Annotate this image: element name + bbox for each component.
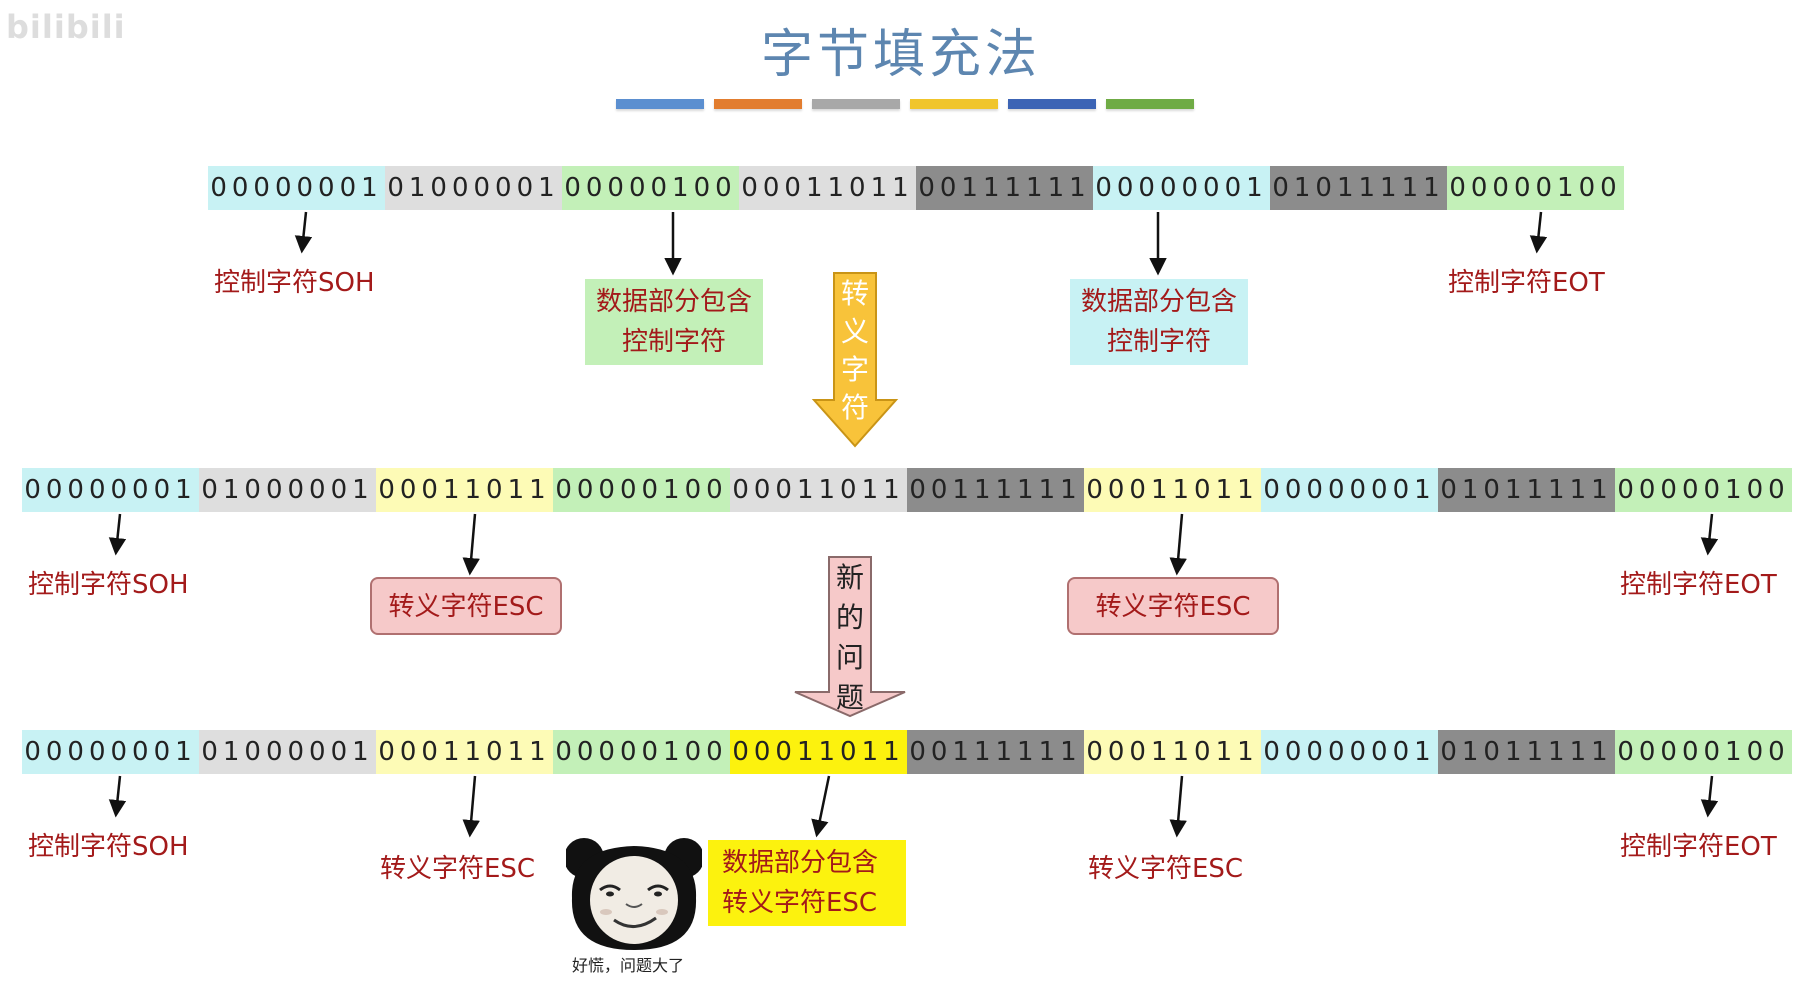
- byte-cell: 00011011: [730, 468, 907, 512]
- pointer-row3-data-yellow: [811, 775, 831, 838]
- byte-cell: 00011011: [1084, 730, 1261, 774]
- label-eot-row1: 控制字符EOT: [1448, 268, 1605, 298]
- title-color-bar: [1008, 99, 1096, 109]
- box-cyan-line2: 控制字符: [1106, 327, 1211, 357]
- byte-cell: 01011111: [1270, 166, 1447, 210]
- arrow-text-char: 字: [840, 353, 869, 386]
- pointer-row2-eot: [1700, 513, 1719, 556]
- arrow-text-char: 转: [840, 277, 869, 310]
- pointer-row3-esc2: [1169, 775, 1187, 838]
- byte-cell: 00000100: [553, 468, 730, 512]
- label-eot-row3: 控制字符EOT: [1620, 832, 1777, 862]
- esc-box-2: 转义字符ESC: [1067, 577, 1279, 635]
- byte-cell: 00011011: [739, 166, 916, 210]
- byte-cell: 00011011: [376, 730, 553, 774]
- box-data-contains-control-cyan: 数据部分包含 控制字符: [1070, 279, 1248, 365]
- pointer-row2-esc2: [1169, 513, 1187, 576]
- label-soh-row2: 控制字符SOH: [28, 570, 189, 600]
- box-green-line1: 数据部分包含: [595, 287, 752, 317]
- byte-cell: 00000100: [553, 730, 730, 774]
- arrow-text-char: 的: [835, 601, 864, 634]
- byte-cell: 00000001: [22, 468, 199, 512]
- byte-cell: 00000100: [1615, 730, 1792, 774]
- pointer-row3-eot: [1700, 775, 1719, 818]
- box-cyan-line1: 数据部分包含: [1080, 287, 1237, 317]
- byte-cell: 00011011: [730, 730, 907, 774]
- label-eot-row2: 控制字符EOT: [1620, 570, 1777, 600]
- title-color-bar: [910, 99, 998, 109]
- box-data-contains-esc-yellow: 数据部分包含 转义字符ESC: [708, 840, 906, 926]
- byte-cell: 00000100: [1447, 166, 1624, 210]
- byte-cell: 01000001: [199, 468, 376, 512]
- esc-box-1: 转义字符ESC: [370, 577, 562, 635]
- byte-cell: 00000001: [22, 730, 199, 774]
- byte-cell: 00000100: [1615, 468, 1792, 512]
- byte-cell: 00011011: [376, 468, 553, 512]
- page-title: 字节填充法: [760, 25, 1041, 85]
- byte-cell: 00000100: [562, 166, 739, 210]
- pointer-row1-eot: [1529, 211, 1548, 254]
- box-yellow-line2: 转义字符ESC: [722, 888, 878, 918]
- watermark: bilibili: [6, 8, 126, 46]
- byte-cell: 01000001: [199, 730, 376, 774]
- pointer-row1-soh: [294, 211, 313, 254]
- arrow-text-char: 新: [835, 561, 864, 594]
- label-esc-row3-2: 转义字符ESC: [1088, 854, 1244, 884]
- byte-cell: 00000001: [1261, 730, 1438, 774]
- byte-cell: 00000001: [208, 166, 385, 210]
- title-color-bar: [714, 99, 802, 109]
- box-green-line2: 控制字符: [621, 327, 726, 357]
- byte-cell: 00000001: [1261, 468, 1438, 512]
- arrow-text-char: 符: [840, 391, 869, 424]
- title-color-bar: [812, 99, 900, 109]
- label-soh-row1: 控制字符SOH: [214, 268, 375, 298]
- pointer-row3-esc1: [462, 775, 480, 838]
- pointer-row3-soh: [108, 775, 127, 818]
- byte-cell: 00111111: [907, 468, 1084, 512]
- byte-cell: 01000001: [385, 166, 562, 210]
- arrow-text-char: 义: [840, 315, 869, 348]
- label-esc-row3-1: 转义字符ESC: [380, 854, 536, 884]
- pointer-row2-soh: [108, 513, 127, 556]
- label-soh-row3: 控制字符SOH: [28, 832, 189, 862]
- byte-cell: 00011011: [1084, 468, 1261, 512]
- box-yellow-line1: 数据部分包含: [722, 848, 879, 878]
- title-color-bar: [1106, 99, 1194, 109]
- meme-caption: 好慌，问题大了: [572, 956, 685, 975]
- arrow-text-char: 问: [835, 641, 864, 674]
- box-data-contains-control-green: 数据部分包含 控制字符: [585, 279, 763, 365]
- title-color-bar: [616, 99, 704, 109]
- byte-cell: 00111111: [907, 730, 1084, 774]
- byte-cell: 00000001: [1093, 166, 1270, 210]
- panda-meme-image: [566, 838, 702, 952]
- pointer-row2-esc1: [462, 513, 480, 576]
- byte-cell: 00111111: [916, 166, 1093, 210]
- arrow-text-char: 题: [835, 681, 864, 714]
- byte-cell: 01011111: [1438, 468, 1615, 512]
- byte-cell: 01011111: [1438, 730, 1615, 774]
